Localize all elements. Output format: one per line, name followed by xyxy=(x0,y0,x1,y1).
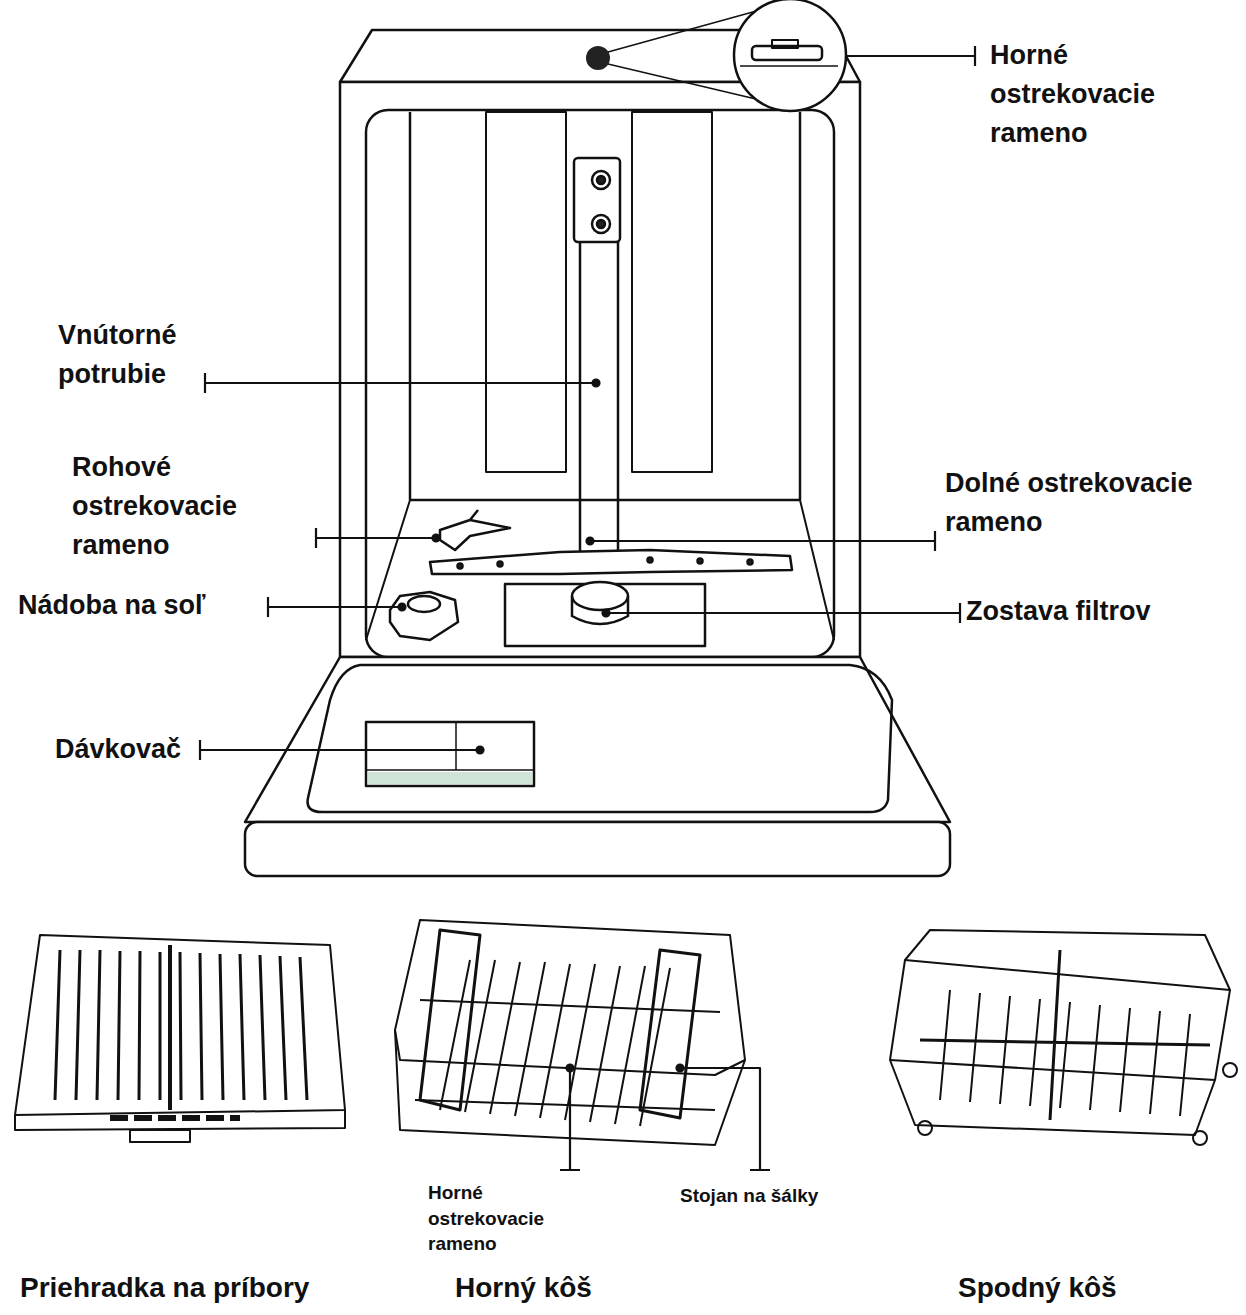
leader-lines-part xyxy=(477,747,484,754)
door-part xyxy=(245,822,950,876)
cutlery-tray-part xyxy=(15,935,345,1115)
basket-title: Spodný kôš xyxy=(958,1268,1178,1309)
magnifier xyxy=(734,0,846,111)
filter-and-salt-part xyxy=(572,582,628,610)
lower-basket-part xyxy=(940,990,1190,1116)
spray-arms-part xyxy=(748,560,753,565)
leader-lines-part xyxy=(200,740,480,760)
part-label: Zostava filtrov xyxy=(966,592,1236,631)
leader-lines-part xyxy=(590,531,935,551)
lower-basket-part xyxy=(1193,1131,1207,1145)
lower-basket-part xyxy=(920,950,1210,1120)
leader-lines-part xyxy=(593,380,600,387)
leader-lines-part xyxy=(205,373,596,393)
cabinet-part xyxy=(340,82,860,657)
cutlery-tray-part xyxy=(168,945,172,1110)
lower-basket-part xyxy=(890,960,1230,1080)
leader-lines-part xyxy=(680,1068,770,1170)
cabinet-part xyxy=(410,112,800,500)
leader-lines-part xyxy=(399,604,406,611)
door-part xyxy=(308,665,892,812)
door xyxy=(245,657,950,876)
inner-pipe-part xyxy=(574,158,620,242)
filter-and-salt-part xyxy=(408,596,440,612)
basket-title: Priehradka na príbory xyxy=(20,1268,380,1309)
cabinet-part xyxy=(632,112,712,472)
door-part xyxy=(366,722,534,770)
leader-lines-part xyxy=(560,1068,580,1170)
door-part xyxy=(368,772,532,784)
spray-arms-part xyxy=(498,562,503,567)
lower-basket-part xyxy=(918,1121,932,1135)
door-part xyxy=(245,657,950,822)
upper-basket-part xyxy=(640,950,700,1118)
magnifier-part xyxy=(772,40,798,48)
leader-lines-part xyxy=(606,603,960,623)
part-label: Horné ostrekovacie rameno xyxy=(428,1180,578,1257)
leader-lines xyxy=(200,46,975,1170)
leader-lines-part xyxy=(677,1065,684,1072)
inner-pipe-part xyxy=(592,215,610,233)
cutlery-tray-part xyxy=(55,950,307,1100)
part-label: Stojan na šálky xyxy=(680,1183,880,1209)
leader-lines-part xyxy=(587,538,594,545)
leader-lines-part xyxy=(845,46,975,66)
part-label: Rohové ostrekovacie rameno xyxy=(72,448,297,565)
spray-arms-part xyxy=(430,550,792,574)
cabinet-part xyxy=(486,112,566,472)
spray-arms-part xyxy=(458,564,463,569)
leader-lines-part xyxy=(268,597,402,617)
cutlery-tray-part xyxy=(110,1115,240,1121)
lower-basket-part xyxy=(890,930,1230,1135)
part-label: Vnútorné potrubie xyxy=(58,316,218,394)
inner-pipe-part xyxy=(592,171,610,189)
part-label: Dolné ostrekovacie rameno xyxy=(945,464,1245,542)
cutlery-tray-part xyxy=(130,1130,190,1142)
door-part xyxy=(366,722,534,786)
lower-basket xyxy=(890,930,1237,1145)
filter-and-salt-part xyxy=(390,592,458,640)
part-label: Dávkovač xyxy=(55,730,205,769)
cutlery-tray xyxy=(15,935,345,1142)
basket-title: Horný kôš xyxy=(455,1268,655,1309)
magnifier-part xyxy=(740,65,838,67)
leader-lines-part xyxy=(567,1065,574,1072)
upper-basket-part xyxy=(420,930,480,1110)
leader-lines-part xyxy=(603,610,610,617)
spray-arms-part xyxy=(698,559,703,564)
upper-basket-part xyxy=(415,1000,720,1110)
part-label: Horné ostrekovacie rameno xyxy=(990,36,1205,153)
inner-pipe xyxy=(574,158,620,560)
part-label: Nádoba na soľ xyxy=(18,586,278,625)
filter-and-salt-part xyxy=(572,596,628,624)
magnifier-part xyxy=(734,0,846,111)
leader-lines-part xyxy=(316,528,436,548)
lower-basket-part xyxy=(1223,1063,1237,1077)
spray-arms-part xyxy=(440,510,510,550)
cabinet-part xyxy=(586,46,610,70)
inner-pipe-part xyxy=(597,220,605,228)
cutlery-tray-part xyxy=(15,1110,345,1130)
inner-pipe-part xyxy=(580,242,618,560)
inner-pipe-part xyxy=(597,176,605,184)
spray-arms-part xyxy=(648,558,653,563)
leader-lines-part xyxy=(433,535,440,542)
